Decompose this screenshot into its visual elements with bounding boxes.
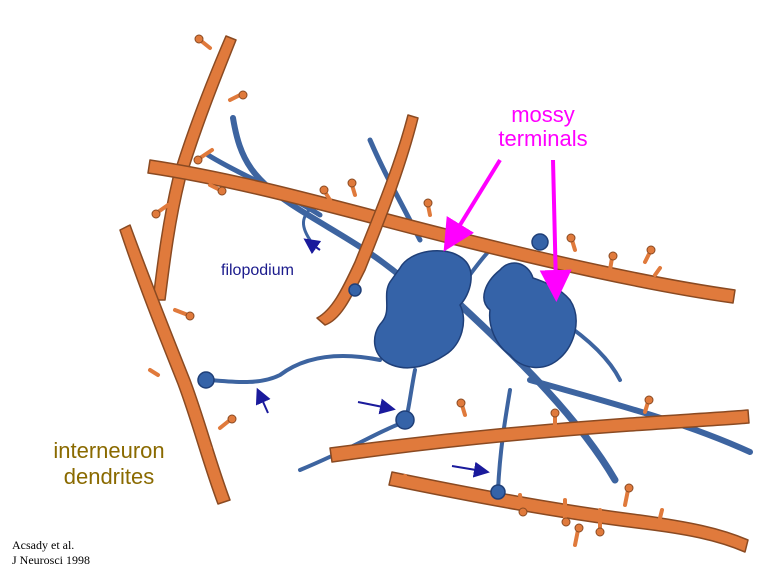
dendrite-lower-middle [330,410,749,462]
mossy-label-line2: terminals [480,128,606,150]
filopodium-arrow-middle [358,402,388,408]
citation-authors: Acsady et al. [12,538,90,553]
filopodium-arrow-bottom [452,466,482,471]
filopodium-contact-3 [532,234,548,250]
axon-swelling [349,284,361,296]
interneuron-dendrites-label: interneuron dendrites [34,440,184,488]
filopodium-contact-1 [396,411,414,429]
interneuron-label-line1: interneuron [34,440,184,462]
filopodium-label-arrow [310,243,320,250]
filopodium-arrow-left [260,395,268,413]
citation: Acsady et al. J Neurosci 1998 [12,538,90,568]
dendrite-bottom [389,472,748,552]
mossy-terminals-label: mossy terminals [480,104,606,150]
mossy-label-line1: mossy [480,104,606,126]
interneuron-label-line2: dendrites [34,466,184,488]
filopodium-contact-2 [491,485,505,499]
mossy-terminal-right [484,263,576,367]
citation-journal: J Neurosci 1998 [12,553,90,568]
filopodium-tip [198,372,214,388]
filopodium-label: filopodium [221,263,294,279]
